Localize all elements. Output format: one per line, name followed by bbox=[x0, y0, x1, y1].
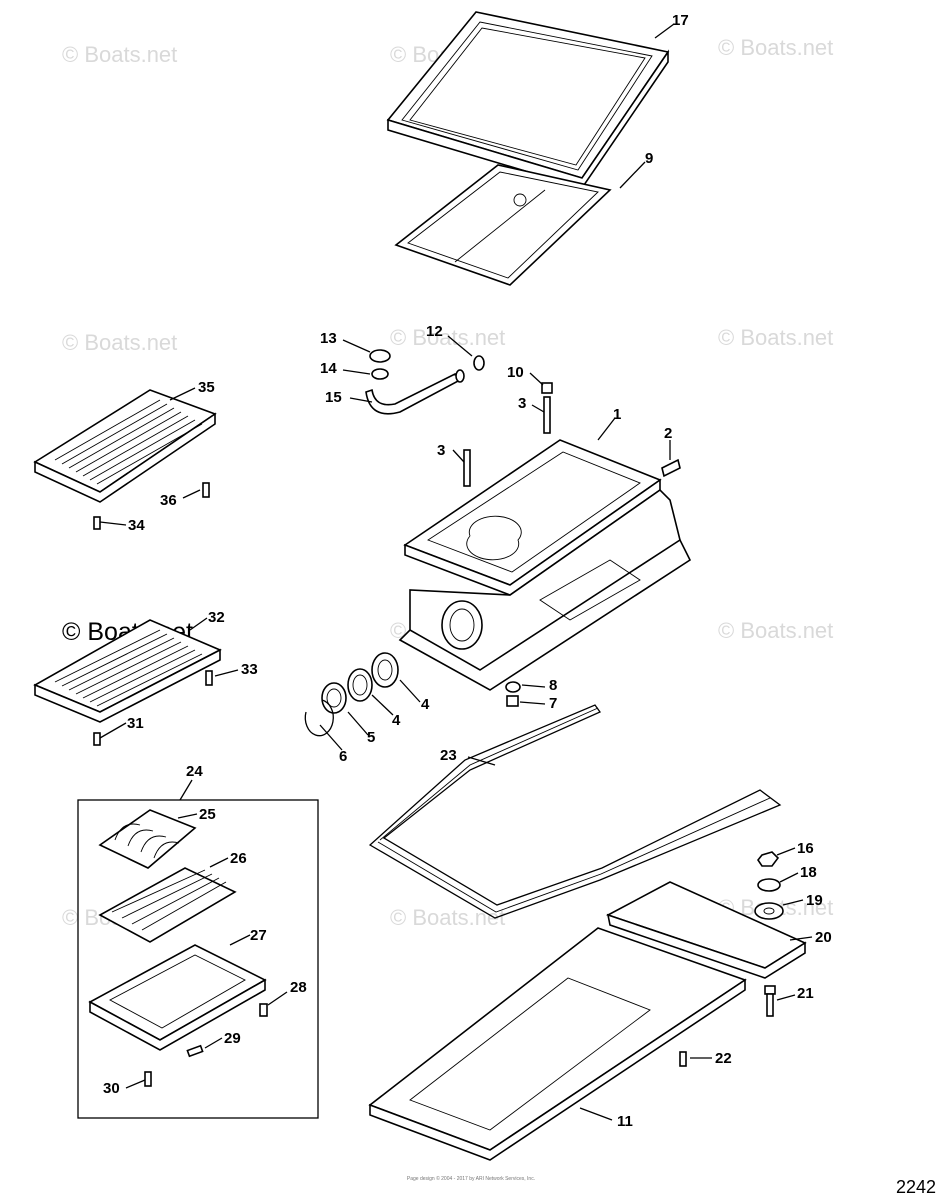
callout-5: 5 bbox=[367, 729, 375, 746]
callout-25: 25 bbox=[199, 806, 216, 823]
part-13-14-12-15-hose bbox=[365, 349, 485, 415]
watermark: © Boats.net bbox=[62, 330, 177, 355]
callout-4b: 4 bbox=[392, 712, 401, 729]
callout-36: 34 bbox=[128, 517, 145, 534]
callout-26: 26 bbox=[230, 850, 247, 867]
part-20-22-screws bbox=[679, 985, 776, 1067]
callout-3: 3 bbox=[518, 395, 526, 412]
part-4-5-6-seals bbox=[304, 652, 399, 737]
part-32-33-screws bbox=[93, 670, 213, 746]
callout-15: 15 bbox=[325, 389, 342, 406]
callout-6: 6 bbox=[339, 748, 347, 765]
callout-19: 20 bbox=[815, 929, 832, 946]
callout-28: 28 bbox=[290, 979, 307, 996]
callout-7: 7 bbox=[549, 695, 557, 712]
callout-18: 19 bbox=[806, 892, 823, 909]
callout-27: 27 bbox=[250, 927, 267, 944]
part-10-cover bbox=[386, 11, 670, 189]
callout-14: 14 bbox=[320, 360, 337, 377]
callout-32: 33 bbox=[241, 661, 258, 678]
watermark: © Boats.net bbox=[718, 618, 833, 643]
part-34-reed-plate bbox=[33, 389, 217, 503]
callout-12: 12 bbox=[426, 323, 443, 340]
part-11-nut-3-studs bbox=[463, 382, 681, 487]
callout-31: 32 bbox=[208, 609, 225, 626]
part-9-gasket bbox=[394, 164, 612, 286]
diagram-code: 2242 bbox=[896, 1177, 936, 1197]
watermark: © Boats.net bbox=[718, 325, 833, 350]
part-35-36-screws bbox=[93, 482, 210, 530]
callout-16: 16 bbox=[797, 840, 814, 857]
callout-21: 11 bbox=[617, 1113, 633, 1130]
callout-33: 31 bbox=[127, 715, 144, 732]
callout-34: 35 bbox=[198, 379, 215, 396]
part-23-seal bbox=[368, 704, 782, 919]
callout-9: 9 bbox=[645, 150, 653, 167]
callout-29: 29 bbox=[224, 1030, 241, 1047]
watermarks: © Boats.net © Boats.net © Boats.net © Bo… bbox=[62, 35, 833, 930]
callout-11: 10 bbox=[507, 364, 524, 381]
callout-22: 22 bbox=[715, 1050, 732, 1067]
part-24-kit-box bbox=[77, 799, 319, 1119]
callout-20: 21 bbox=[797, 985, 814, 1002]
callout-4: 4 bbox=[421, 696, 430, 713]
callout-17: 18 bbox=[800, 864, 817, 881]
watermark: © Boats.net bbox=[390, 905, 505, 930]
callout-24: 24 bbox=[186, 763, 203, 780]
part-7-8-plug bbox=[505, 681, 521, 707]
watermark: © Boats.net bbox=[390, 325, 505, 350]
callout-35: 36 bbox=[160, 492, 177, 509]
part-1-housing bbox=[398, 439, 692, 691]
part-21-cover-plate bbox=[368, 927, 747, 1161]
footer-copyright: Page design © 2004 - 2017 by ARI Network… bbox=[407, 1175, 535, 1182]
callout-numbers: 17 9 13 12 14 15 10 3 3 1 2 4 4 5 6 8 7 … bbox=[103, 12, 832, 1130]
callout-3b: 3 bbox=[437, 442, 445, 459]
part-16-17-18-hardware bbox=[754, 851, 784, 920]
callout-8: 8 bbox=[549, 677, 557, 694]
callout-13: 13 bbox=[320, 330, 337, 347]
callout-1: 1 bbox=[613, 406, 621, 423]
watermark: © Boats.net bbox=[718, 35, 833, 60]
callout-10: 17 bbox=[672, 12, 689, 29]
callout-23: 23 bbox=[440, 747, 457, 764]
part-31-reed-plate bbox=[33, 619, 222, 723]
leader-lines bbox=[99, 23, 813, 1121]
part-19-plate bbox=[605, 881, 807, 979]
callout-2: 2 bbox=[664, 425, 672, 442]
callout-30: 30 bbox=[103, 1080, 120, 1097]
watermark: © Boats.net bbox=[62, 42, 177, 67]
